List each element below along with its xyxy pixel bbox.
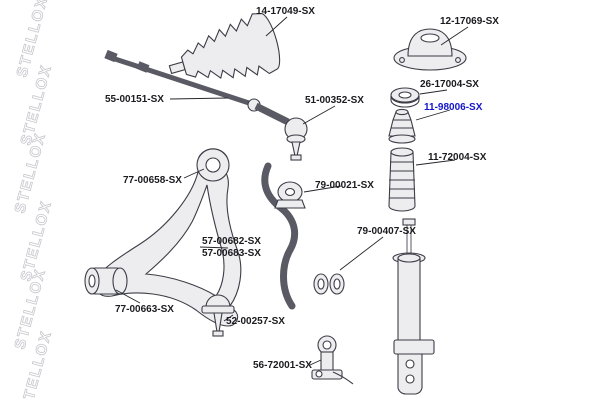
steering-rack-boot-drawing (168, 13, 281, 80)
part-label-12-17069-sx: 12-17069-SX (440, 16, 499, 27)
arm-bushing-rear-drawing (84, 267, 128, 295)
part-label-57-00683-sx: 57-00683-SX (202, 248, 261, 259)
part-label-57-00682-sx: 57-00682-SX (202, 236, 261, 247)
stabilizer-bar-drawing (261, 162, 306, 310)
abs-sensor-drawing (311, 335, 354, 385)
strut-mount-drawing (393, 28, 467, 71)
bump-stop-drawing (388, 108, 416, 144)
part-label-52-00257-sx: 52-00257-SX (226, 316, 285, 327)
tie-rod-end-drawing (254, 102, 308, 161)
part-label-14-17049-sx: 14-17049-SX (256, 6, 315, 17)
tie-rod-drawing (104, 49, 261, 112)
part-label-26-17004-sx: 26-17004-SX (420, 79, 479, 90)
part-label-56-72001-sx: 56-72001-SX (253, 360, 312, 371)
leader-lines (115, 16, 469, 366)
ball-joint-drawing (201, 294, 235, 337)
part-label-79-00021-sx: 79-00021-SX (315, 180, 374, 191)
part-label-51-00352-sx: 51-00352-SX (305, 95, 364, 106)
stabilizer-link-bushings-drawing (313, 273, 345, 295)
arm-bushing-front-drawing (196, 148, 230, 182)
control-arm-drawing (94, 160, 242, 327)
part-label-11-72004-sx: 11-72004-SX (428, 152, 487, 163)
dust-boot-drawing (388, 147, 416, 212)
part-label-77-00658-sx: 77-00658-SX (123, 175, 182, 186)
strut-drawing (392, 218, 435, 395)
watermark-column: STELLOX STELLOX STELLOX STELLOX STELLOX … (11, 0, 56, 400)
part-label-55-00151-sx: 55-00151-SX (105, 94, 164, 105)
part-label-11-98006-sx[interactable]: 11-98006-SX (424, 102, 483, 113)
part-label-77-00663-sx: 77-00663-SX (115, 304, 174, 315)
part-label-79-00407-sx: 79-00407-SX (357, 226, 416, 237)
strut-bearing-drawing (390, 87, 420, 108)
